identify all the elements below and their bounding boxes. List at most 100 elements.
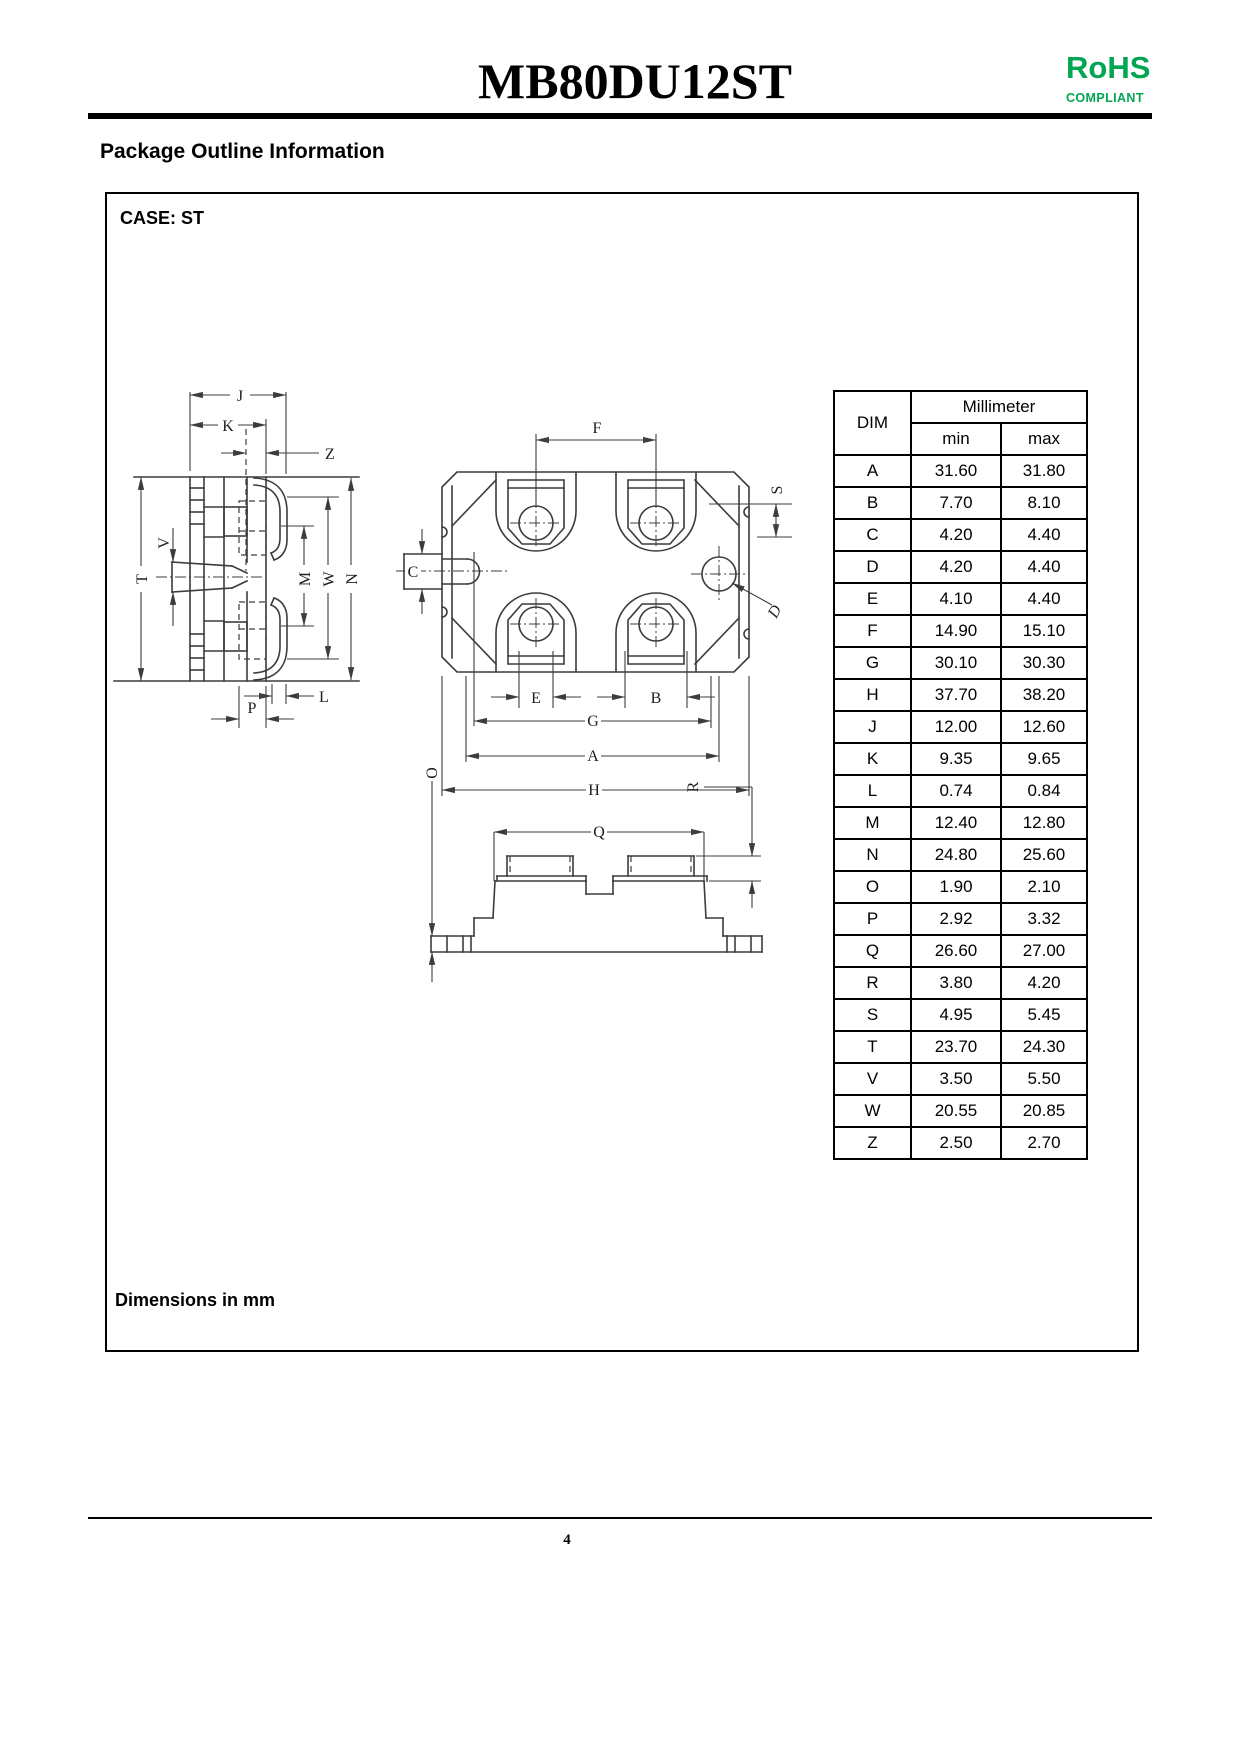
page-number: 4 bbox=[563, 1532, 571, 1548]
front-view: Q O R bbox=[424, 767, 763, 982]
min-cell: 23.70 bbox=[910, 1030, 1002, 1064]
dim-header-cell: DIM bbox=[833, 390, 912, 456]
dim-cell: J bbox=[833, 710, 912, 744]
min-cell: 7.70 bbox=[910, 486, 1002, 520]
max-cell: 38.20 bbox=[1000, 678, 1088, 712]
max-cell: 3.32 bbox=[1000, 902, 1088, 936]
dim-cell: G bbox=[833, 646, 912, 680]
dim-label-h: H bbox=[588, 782, 600, 799]
max-cell: 0.84 bbox=[1000, 774, 1088, 808]
dim-label-v: V bbox=[156, 537, 173, 549]
rohs-compliant-text: COMPLIANT bbox=[1066, 91, 1144, 105]
side-view: J K Z T V bbox=[113, 387, 361, 728]
max-cell: 2.70 bbox=[1000, 1126, 1088, 1160]
footer-rule bbox=[88, 1517, 1152, 1519]
dim-label-c: C bbox=[408, 564, 419, 581]
max-cell: 4.20 bbox=[1000, 966, 1088, 1000]
dim-label-p: P bbox=[248, 700, 257, 717]
max-cell: 5.45 bbox=[1000, 998, 1088, 1032]
dim-label-e: E bbox=[531, 690, 541, 707]
package-drawing: J K Z T V bbox=[113, 387, 792, 982]
dim-label-d: D bbox=[764, 602, 785, 622]
min-cell: 37.70 bbox=[910, 678, 1002, 712]
dim-label-l: L bbox=[319, 689, 329, 706]
max-cell: 4.40 bbox=[1000, 518, 1088, 552]
dim-cell: H bbox=[833, 678, 912, 712]
dim-cell: D bbox=[833, 550, 912, 584]
max-header-cell: max bbox=[1000, 422, 1088, 456]
rohs-logo: RoHS COMPLIANT bbox=[1066, 52, 1196, 105]
min-cell: 31.60 bbox=[910, 454, 1002, 488]
max-cell: 5.50 bbox=[1000, 1062, 1088, 1096]
dim-cell: K bbox=[833, 742, 912, 776]
min-cell: 9.35 bbox=[910, 742, 1002, 776]
dim-cell: P bbox=[833, 902, 912, 936]
dim-label-q: Q bbox=[593, 824, 605, 841]
dim-label-m: M bbox=[297, 572, 314, 586]
min-cell: 12.40 bbox=[910, 806, 1002, 840]
dimensions-note: Dimensions in mm bbox=[115, 1290, 276, 1310]
unit-header-cell: Millimeter bbox=[910, 390, 1088, 424]
dim-cell: A bbox=[833, 454, 912, 488]
max-cell: 20.85 bbox=[1000, 1094, 1088, 1128]
min-cell: 4.10 bbox=[910, 582, 1002, 616]
min-header-cell: min bbox=[910, 422, 1002, 456]
max-cell: 27.00 bbox=[1000, 934, 1088, 968]
table-subheader-row: min max bbox=[834, 422, 1088, 456]
dim-cell: O bbox=[833, 870, 912, 904]
dim-cell: V bbox=[833, 1062, 912, 1096]
dim-cell: L bbox=[833, 774, 912, 808]
dim-label-f: F bbox=[593, 420, 602, 437]
section-heading: Package Outline Information bbox=[100, 140, 385, 163]
max-cell: 25.60 bbox=[1000, 838, 1088, 872]
max-cell: 15.10 bbox=[1000, 614, 1088, 648]
min-cell: 26.60 bbox=[910, 934, 1002, 968]
dim-label-g: G bbox=[587, 713, 599, 730]
min-cell: 0.74 bbox=[910, 774, 1002, 808]
dim-label-s: S bbox=[769, 486, 786, 495]
max-cell: 12.80 bbox=[1000, 806, 1088, 840]
top-view: D F C S E bbox=[396, 420, 792, 799]
dim-cell: W bbox=[833, 1094, 912, 1128]
dim-label-n: N bbox=[344, 573, 361, 585]
min-cell: 3.50 bbox=[910, 1062, 1002, 1096]
dim-cell: R bbox=[833, 966, 912, 1000]
min-cell: 1.90 bbox=[910, 870, 1002, 904]
header-rule bbox=[88, 113, 1152, 119]
max-cell: 4.40 bbox=[1000, 550, 1088, 584]
dim-label-j: J bbox=[237, 388, 243, 405]
max-cell: 2.10 bbox=[1000, 870, 1088, 904]
table-header-row: DIM Millimeter bbox=[833, 390, 1088, 456]
min-cell: 14.90 bbox=[910, 614, 1002, 648]
dim-label-k: K bbox=[222, 418, 234, 435]
min-cell: 30.10 bbox=[910, 646, 1002, 680]
case-label: CASE: ST bbox=[120, 208, 205, 228]
dim-label-t: T bbox=[134, 574, 151, 584]
dim-cell: T bbox=[833, 1030, 912, 1064]
dim-cell: S bbox=[833, 998, 912, 1032]
max-cell: 9.65 bbox=[1000, 742, 1088, 776]
max-cell: 31.80 bbox=[1000, 454, 1088, 488]
